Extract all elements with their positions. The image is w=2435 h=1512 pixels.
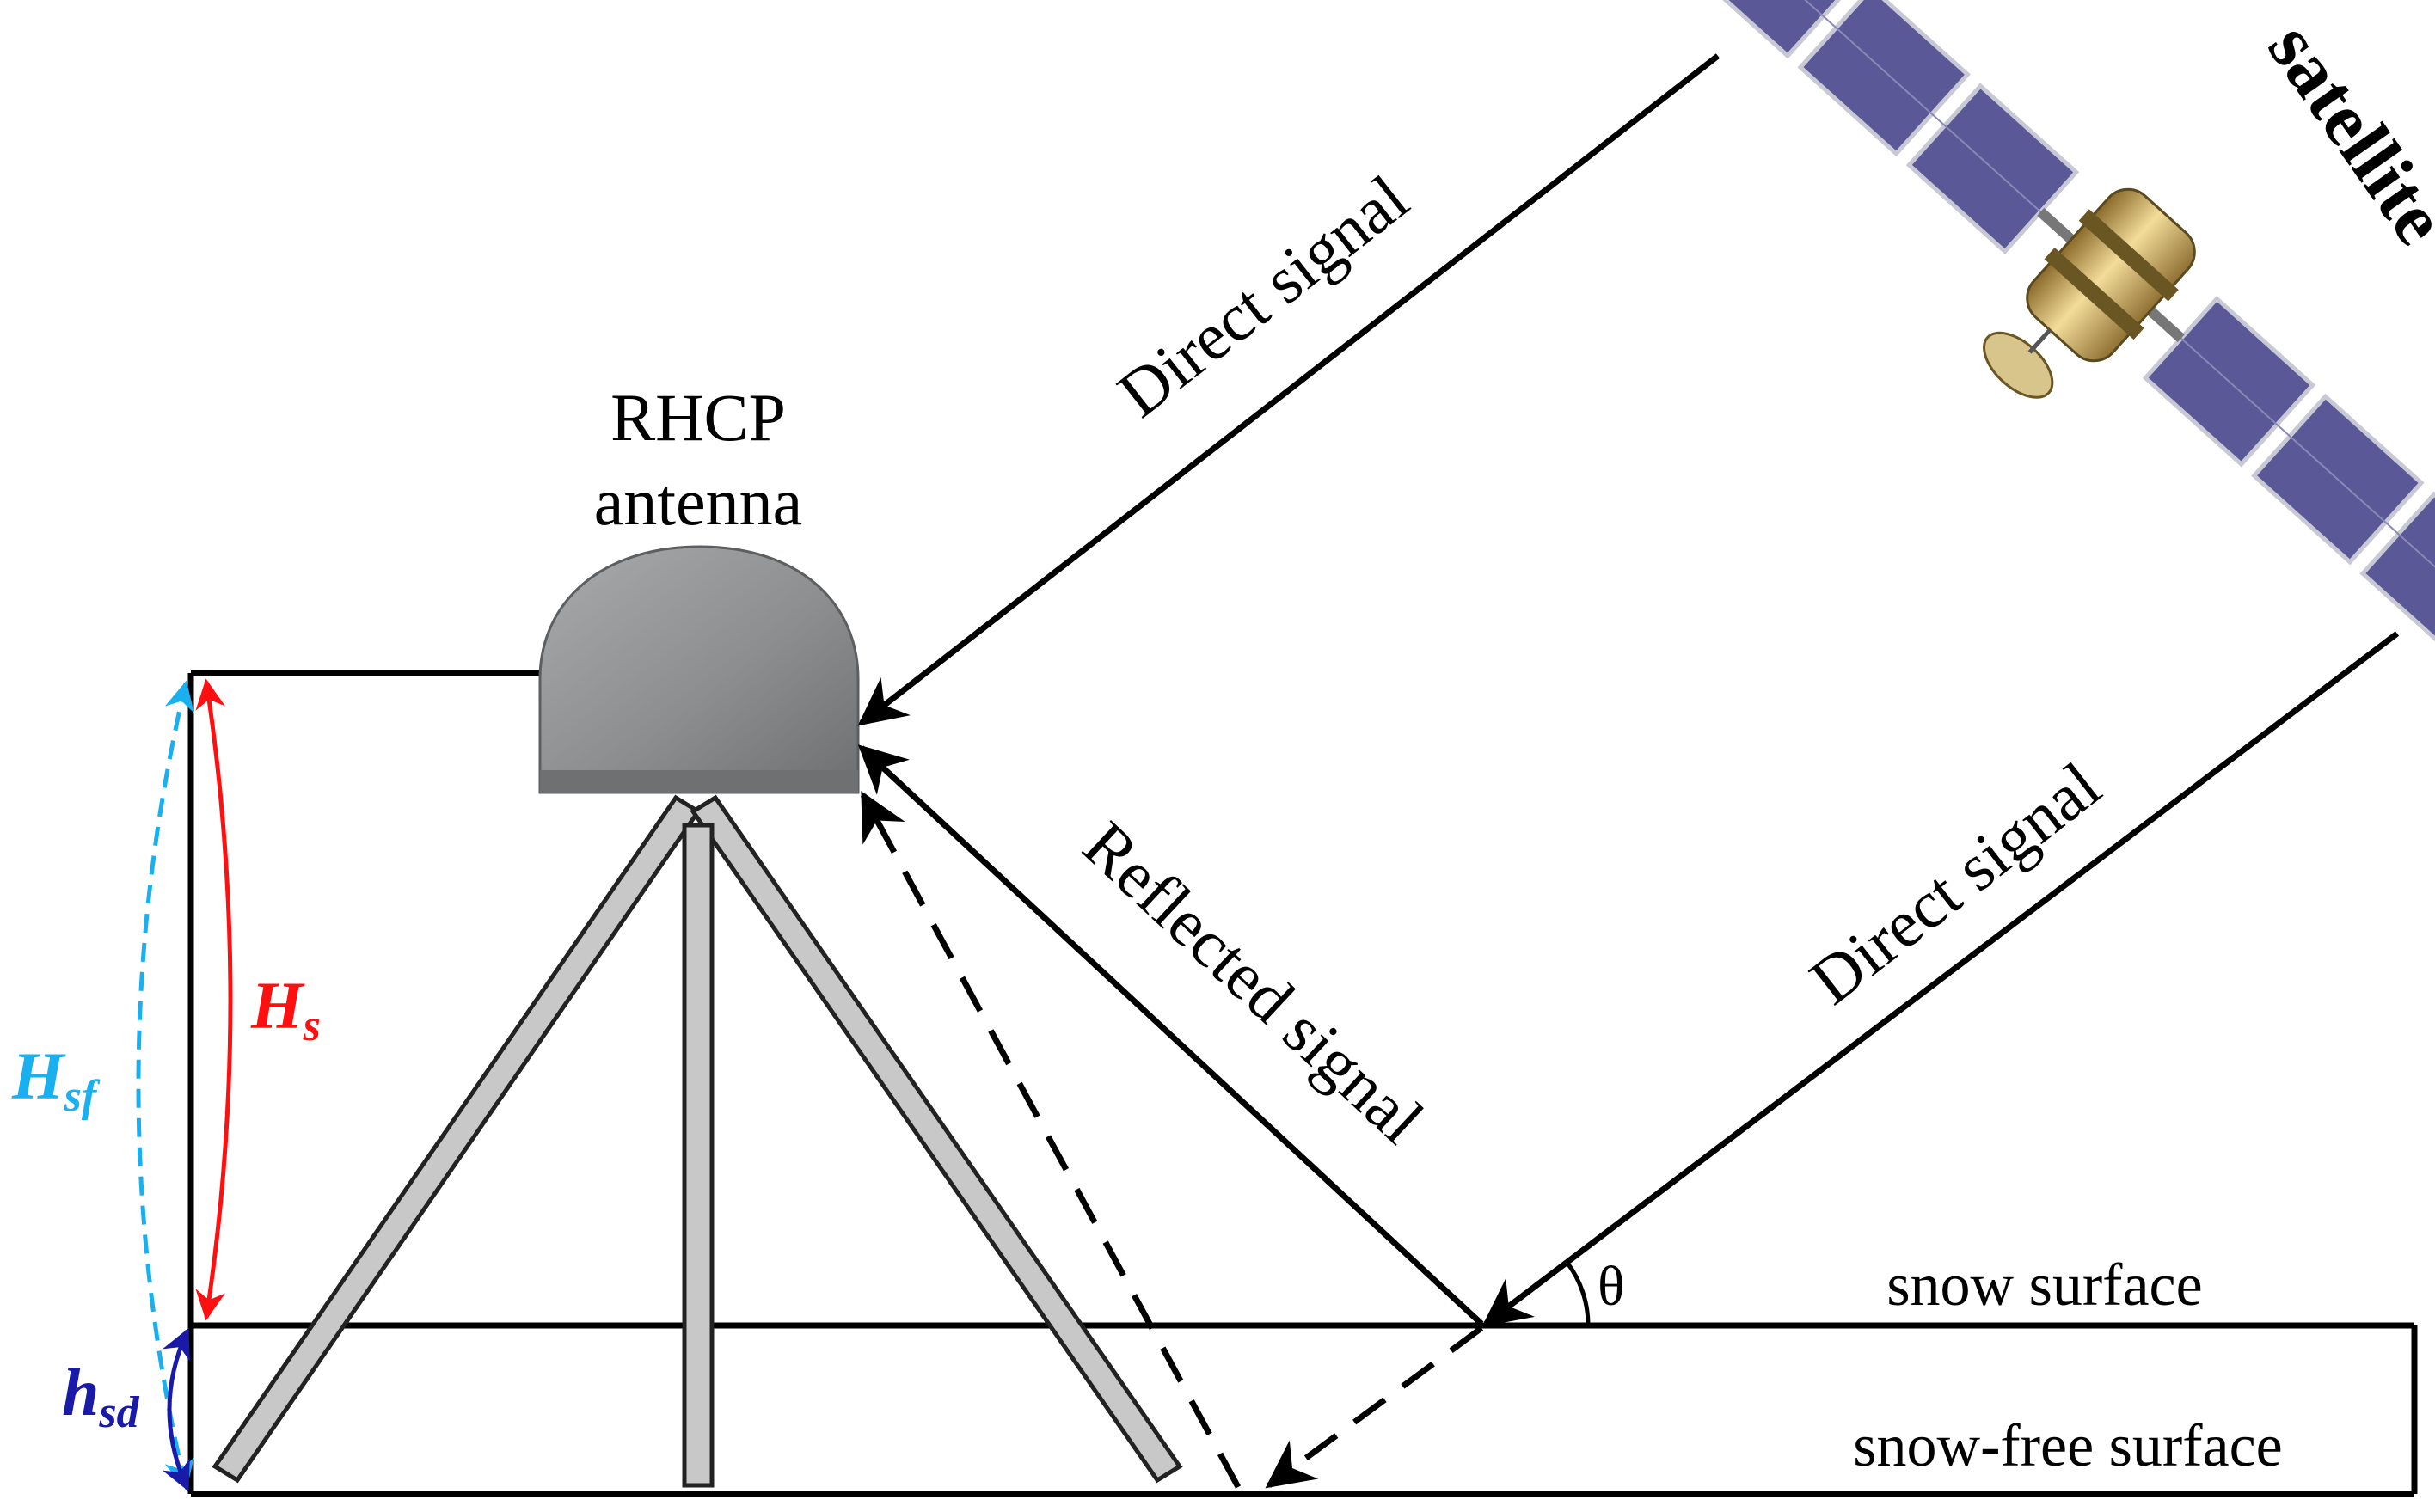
extended-dashed-signal-line [1265,1325,1484,1489]
tripod-icon [212,794,1183,1488]
direct-signal-upper-line [857,53,1720,726]
snow-surface-label: snow surface [1886,1252,2202,1319]
signals [857,53,2400,1489]
H-s-label-main: H [250,968,305,1043]
reflected-signal-line [857,744,1484,1326]
h-sd-arrow [163,1327,190,1492]
H-sf-label-main: H [11,1038,66,1113]
satellite-icon [1689,0,2435,664]
reflected-signal-label: Reflected signal [1070,807,1438,1158]
h-sd-label: hsd [62,1355,140,1437]
tripod-right-leg [690,794,1183,1484]
satellite-label: satellite [2252,9,2435,260]
h-sd-label-main: h [62,1355,99,1429]
H-sf-label: Hsf [11,1038,101,1121]
antenna-label-line1: RHCP [610,380,786,455]
elevation-angle-arc [1565,1260,1591,1326]
direct-signal-lower-line [1481,631,2400,1327]
reflected-dashed-return-line [860,791,1242,1489]
snow-free-surface-label: snow-free surface [1853,1413,2282,1479]
H-s-label-sub: s [303,1001,321,1050]
H-sf-arrow [136,680,194,1491]
h-sd-label-sub: sd [98,1388,139,1437]
H-s-label: Hs [250,968,321,1050]
tripod-center-leg [682,823,715,1488]
antenna-dome-icon [538,545,860,794]
height-markers [136,678,233,1492]
direct-signal-upper-label: Direct signal [1104,160,1421,431]
antenna-label-line2: antenna [594,464,803,539]
H-s-arrow [195,678,233,1321]
theta-label: θ [1598,1255,1625,1318]
H-sf-label-sub: sf [64,1072,101,1121]
tripod-left-leg [212,794,702,1484]
